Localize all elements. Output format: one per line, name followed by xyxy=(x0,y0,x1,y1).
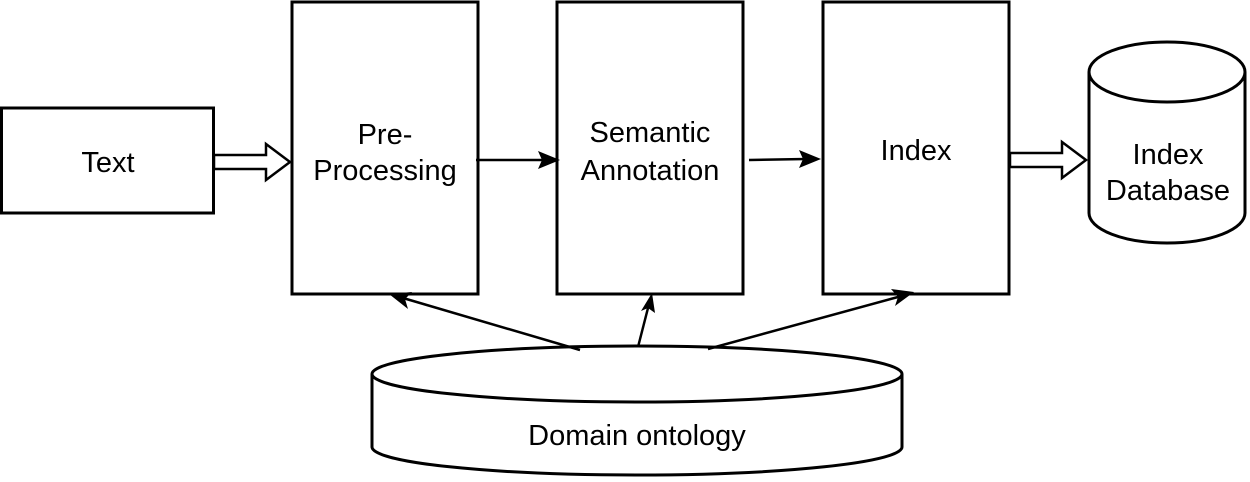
index-box xyxy=(821,0,1011,296)
ontology-to-index-arrow xyxy=(707,289,914,351)
semantic-annotation-label-line1: Semantic xyxy=(590,117,711,149)
text-to-preprocessing-arrow xyxy=(212,141,293,183)
ontology-to-annotation-arrow xyxy=(636,293,655,348)
index-database-label-line2: Database xyxy=(1106,175,1230,207)
index-database-cylinder xyxy=(1087,40,1247,245)
domain-ontology-cylinder xyxy=(370,344,904,477)
index-database-label-line1: Index xyxy=(1133,139,1204,171)
index-label: Index xyxy=(881,135,952,167)
text-label: Text xyxy=(81,147,134,179)
semantic-annotation-label-line2: Annotation xyxy=(581,155,720,187)
preprocessing-label-line2: Processing xyxy=(313,155,456,187)
annotation-to-index-arrow xyxy=(748,150,821,168)
preprocessing-to-annotation-arrow xyxy=(476,151,560,169)
index-to-database-arrow xyxy=(1008,139,1089,181)
domain-ontology-label: Domain ontology xyxy=(528,420,746,452)
ontology-to-preprocessing-arrow xyxy=(389,292,581,352)
preprocessing-label-line1: Pre- xyxy=(358,119,413,151)
semantic-annotation-box xyxy=(555,0,745,296)
text-box xyxy=(0,106,215,215)
preprocessing-box xyxy=(290,0,480,296)
